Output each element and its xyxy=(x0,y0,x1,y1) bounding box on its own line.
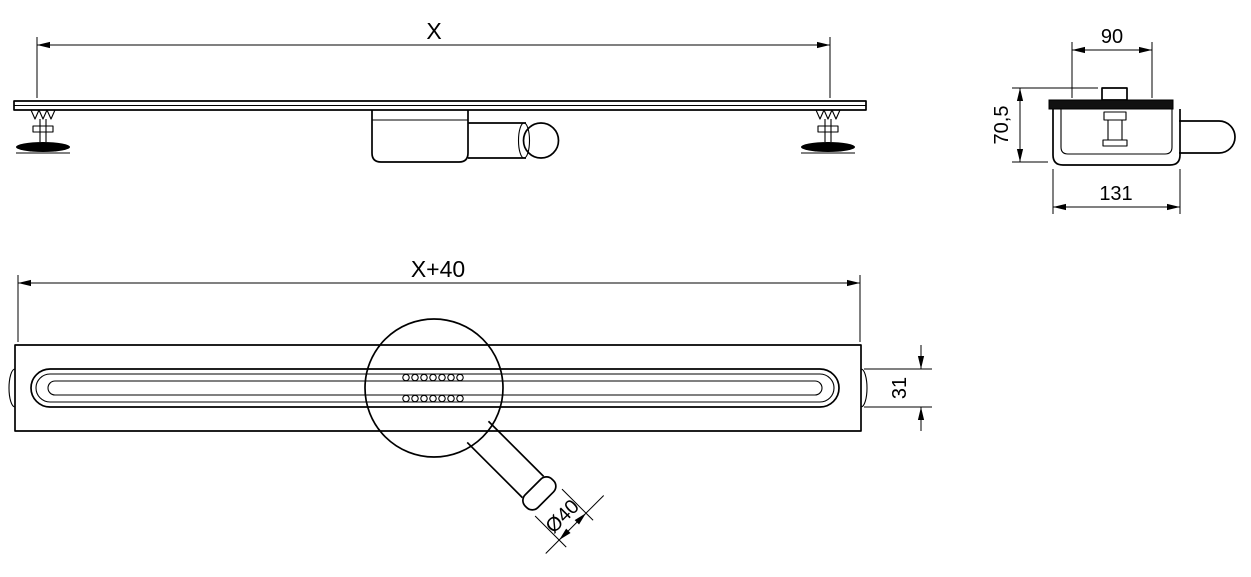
dimension-label-90: 90 xyxy=(1101,26,1123,48)
dimension-label-131: 131 xyxy=(1099,183,1132,205)
plan-view: Ø40 31 X+40 xyxy=(8,256,932,554)
siphon-circle-plan xyxy=(364,318,504,458)
outlet-pipe-45deg: Ø40 xyxy=(466,420,605,554)
dimension-90: 90 xyxy=(1071,26,1153,98)
rotatable-outlet-ball xyxy=(522,122,560,159)
side-outlet-pipe xyxy=(1179,120,1236,154)
dimension-label-31: 31 xyxy=(889,377,911,399)
dimension-x: X xyxy=(36,18,831,98)
drain-slot-plan xyxy=(8,368,868,408)
dimension-70-5: 70,5 xyxy=(991,87,1098,163)
dimension-label-x-plus-40: X+40 xyxy=(411,256,465,282)
end-cap-left xyxy=(8,368,16,408)
dimension-x-plus-40: X+40 xyxy=(17,256,861,342)
grate-cross-section xyxy=(1048,99,1174,110)
dimension-131: 131 xyxy=(1052,169,1181,214)
adjustable-foot-right xyxy=(800,109,856,154)
siphon-trap-side xyxy=(371,110,560,163)
dimension-label-x: X xyxy=(426,18,441,44)
drain-flange-plan xyxy=(14,344,862,432)
end-cap-right xyxy=(860,368,868,408)
dimension-31: 31 xyxy=(864,345,932,431)
grate-adjuster-block xyxy=(1101,87,1128,101)
channel-body-side xyxy=(13,100,867,111)
outlet-pipe-cap xyxy=(522,476,557,511)
side-view: X xyxy=(13,18,867,163)
end-view: 90 70,5 131 xyxy=(991,26,1236,214)
dimension-label-70-5: 70,5 xyxy=(991,106,1013,145)
adjustable-foot-left xyxy=(15,109,71,154)
perforation-holes xyxy=(402,373,464,403)
dimension-label-diameter-40: Ø40 xyxy=(542,496,584,538)
drain-body-cross-section xyxy=(1052,109,1181,166)
